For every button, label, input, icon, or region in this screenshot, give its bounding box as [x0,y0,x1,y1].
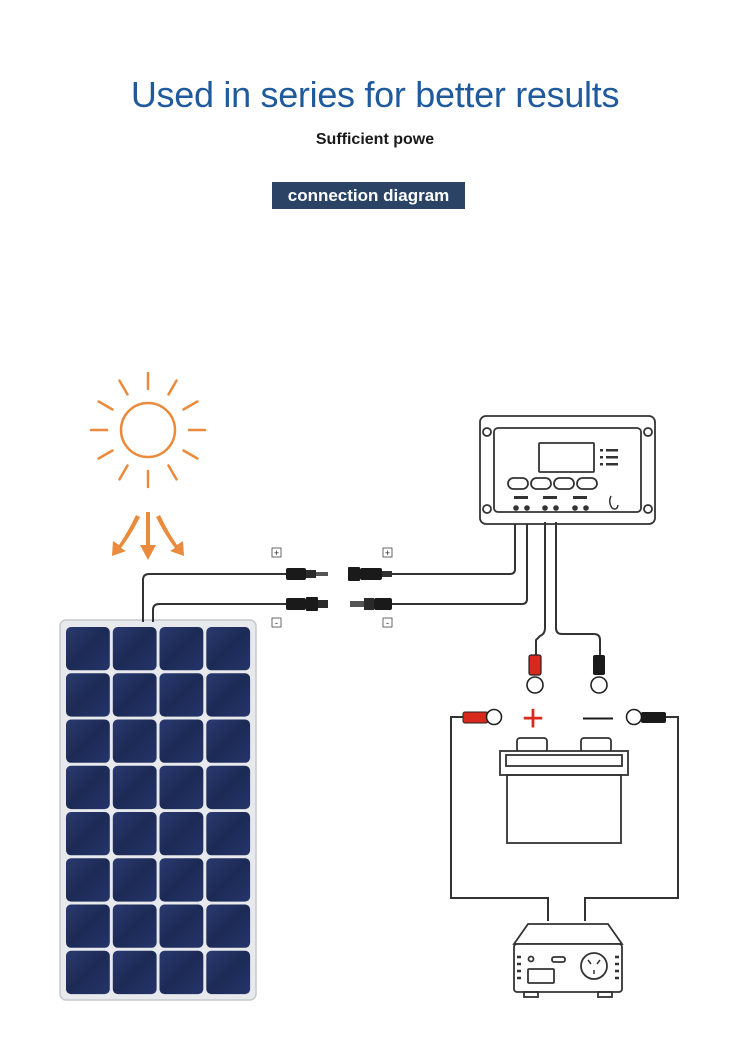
solar-cell [112,673,157,717]
solar-cell [66,858,110,902]
battery-positive-label: + [522,698,544,740]
mc4-connector-right-negative [350,598,392,610]
solar-cell [206,904,251,948]
mc4-connector-left-negative [286,597,328,611]
solar-cell [112,765,157,810]
mc4-connector-left-positive [286,568,328,580]
solar-cell [159,812,204,856]
battery [499,737,629,844]
solar-cell [206,812,251,856]
inverter-wires [450,716,679,921]
negative-clamp-top [590,655,608,694]
solar-cell [159,858,204,902]
solar-cell [112,858,157,902]
sun-icon [89,371,207,489]
solar-cell [206,950,251,995]
controller-display [538,442,595,473]
solar-cell [112,950,157,995]
solar-cell [66,765,110,810]
section-badge: connection diagram [272,182,465,209]
connector-label-left-negative: - [275,618,278,628]
solar-cell [159,904,204,948]
sun-ray [118,464,129,481]
solar-cell [159,627,204,671]
sun-ray [97,400,114,411]
controller-indicators [513,449,618,511]
controller-input-wires [392,522,528,605]
panel-wires [142,573,288,622]
solar-cell [112,812,157,856]
sunlight-arrows-icon [112,512,184,560]
connector-label-left-positive: + [274,548,279,558]
sun-ray [97,449,114,460]
page-subtitle: Sufficient powe [315,131,435,148]
solar-cell [66,719,110,763]
solar-cell [159,950,204,995]
controller-button-2 [530,477,552,490]
solar-cell [206,858,251,902]
solar-panel [59,619,257,1001]
solar-cell [112,719,157,763]
charge-controller [479,415,656,525]
sun-ray [167,464,178,481]
controller-button-4 [576,477,598,490]
positive-clamp-side [462,708,503,726]
solar-cell [66,627,110,671]
battery-negative-label: — [583,700,613,733]
sun-ray [182,400,199,411]
solar-cell [206,719,251,763]
mc4-connector-right-positive [348,567,392,581]
solar-cell [112,627,157,671]
solar-cell [112,904,157,948]
positive-clamp-top [526,654,544,694]
controller-button-3 [553,477,575,490]
solar-cell [206,627,251,671]
solar-cell [66,812,110,856]
battery-wires [535,522,601,656]
sun-ray [182,449,199,460]
solar-cell [66,904,110,948]
sun-ray [118,379,129,396]
inverter [512,923,624,998]
controller-button-1 [507,477,529,490]
negative-clamp-side [625,708,666,726]
solar-cell [206,765,251,810]
solar-cell [159,765,204,810]
solar-cell [66,950,110,995]
connector-label-right-negative: - [386,618,389,628]
solar-cell [159,673,204,717]
page-title: Used in series for better results [130,74,620,115]
solar-cell [159,719,204,763]
solar-cell [206,673,251,717]
sun-ray [167,379,178,396]
solar-cell [66,673,110,717]
connector-label-right-positive: + [385,548,390,558]
